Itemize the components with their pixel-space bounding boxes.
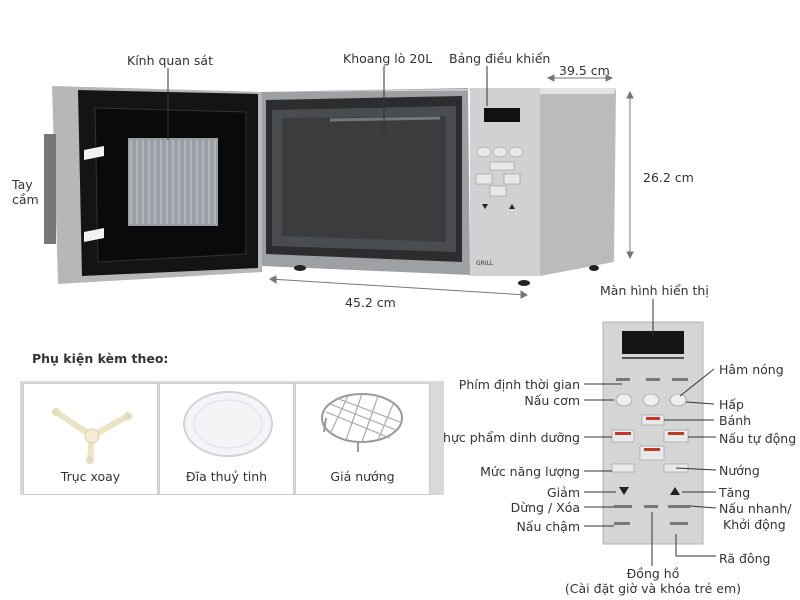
oven-door xyxy=(44,86,262,284)
accessory-turntable-support: Trục xoay xyxy=(23,383,158,495)
bake-label: Bánh xyxy=(719,413,752,428)
accessory-glass-plate: Đĩa thuỷ tinh xyxy=(159,383,294,495)
clock-label-line2: (Cài đặt giờ và khóa trẻ em) xyxy=(564,581,742,596)
panel-display xyxy=(622,331,684,354)
quick-start-label-line1: Nấu nhanh/ xyxy=(719,501,792,516)
display-label: Màn hình hiển thị xyxy=(600,283,709,298)
turntable-support-icon xyxy=(52,408,132,464)
viewing-glass-label: Kính quan sát xyxy=(127,53,213,68)
handle-label-line2: cầm xyxy=(12,192,39,207)
timer-quick-label: Phím định thời gian xyxy=(458,377,580,392)
reheat-label: Hâm nóng xyxy=(719,362,784,377)
cavity-label: Khoang lò 20L xyxy=(343,51,433,66)
rice-label: Nấu cơm xyxy=(524,393,580,408)
steam-label: Hấp xyxy=(719,397,744,412)
handle-label-line1: Tay xyxy=(12,177,33,192)
accessories-title: Phụ kiện kèm theo: xyxy=(32,351,169,366)
grill-rack-icon xyxy=(321,393,403,452)
slow-cook-label: Nấu chậm xyxy=(516,519,580,534)
defrost-label: Rã đông xyxy=(719,551,771,566)
dimension-depth: 39.5 cm xyxy=(559,63,610,78)
grill-label: Nướng xyxy=(719,463,760,478)
accessory-label: Trục xoay xyxy=(60,469,121,484)
healthy-label: Thực phẩm dinh dưỡng xyxy=(435,430,580,445)
dimension-width: 45.2 cm xyxy=(345,295,396,310)
down-arrow-icon xyxy=(619,487,629,495)
control-panel-label: Bảng điều khiển xyxy=(449,51,551,66)
clock-label-line1: Đồng hồ xyxy=(626,566,680,581)
door-handle xyxy=(44,134,56,244)
grill-badge: GRILL xyxy=(476,260,494,267)
quick-start-label-line2: Khởi động xyxy=(723,517,786,532)
stop-clear-label: Dừng / Xóa xyxy=(510,500,580,515)
accessory-grill-rack: Giá nướng xyxy=(295,383,430,495)
power-level-label: Mức năng lượng xyxy=(480,464,580,479)
accessory-label: Đĩa thuỷ tinh xyxy=(185,469,268,484)
oven-body: GRILL xyxy=(262,88,616,286)
dimension-height: 26.2 cm xyxy=(643,170,694,185)
up-arrow-icon xyxy=(670,487,680,495)
accessory-label: Giá nướng xyxy=(330,469,395,484)
auto-cook-label: Nấu tự động xyxy=(719,431,797,446)
up-label: Tăng xyxy=(719,485,751,500)
glass-plate-icon xyxy=(183,391,273,457)
down-label: Giảm xyxy=(547,485,580,500)
